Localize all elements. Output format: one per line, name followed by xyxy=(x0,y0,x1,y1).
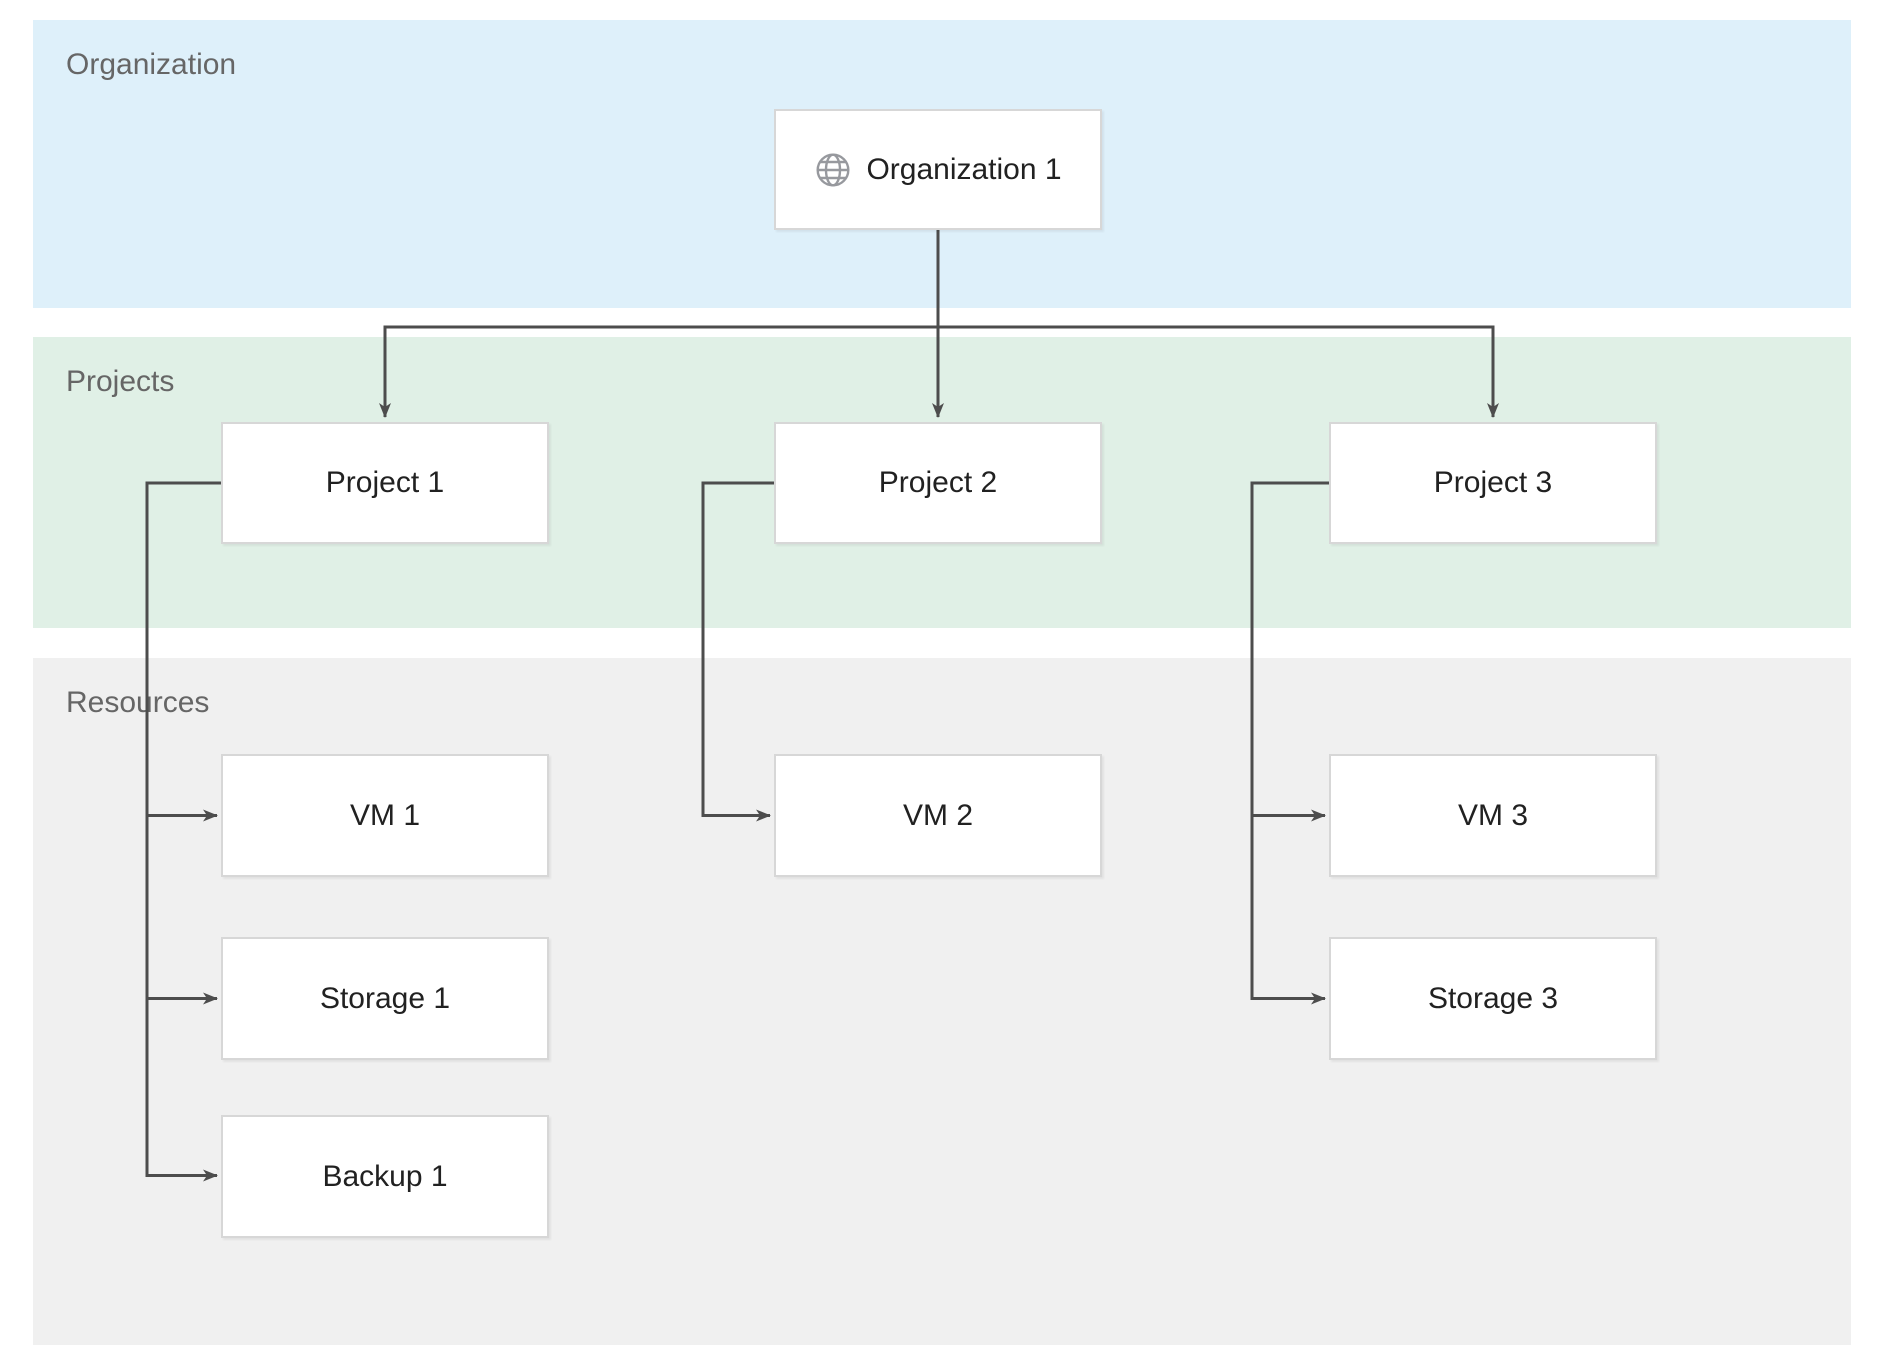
node-vm-1: VM 1 xyxy=(221,754,549,877)
node-vm-3-label: VM 3 xyxy=(1457,798,1529,832)
node-storage-1-label: Storage 1 xyxy=(319,981,451,1015)
node-project-2: Project 2 xyxy=(774,422,1102,544)
globe-icon xyxy=(816,152,850,187)
node-backup-1-label: Backup 1 xyxy=(322,1159,448,1193)
band-projects-label: Projects xyxy=(66,365,175,398)
node-project-3-label: Project 3 xyxy=(1433,466,1553,499)
node-project-2-label: Project 2 xyxy=(878,466,998,499)
node-storage-3: Storage 3 xyxy=(1329,937,1657,1060)
band-organization-label: Organization xyxy=(66,48,237,81)
node-vm-1-label: VM 1 xyxy=(349,798,421,832)
node-project-1-label: Project 1 xyxy=(325,466,445,499)
band-resources-label: Resources xyxy=(66,686,210,719)
node-vm-3: VM 3 xyxy=(1329,754,1657,877)
node-vm-2-label: VM 2 xyxy=(902,798,974,832)
node-storage-1: Storage 1 xyxy=(221,937,549,1060)
node-backup-1: Backup 1 xyxy=(221,1115,549,1238)
node-project-3: Project 3 xyxy=(1329,422,1657,544)
node-project-1: Project 1 xyxy=(221,422,549,544)
node-storage-3-label: Storage 3 xyxy=(1427,981,1559,1015)
node-organization-1-label: Organization 1 xyxy=(866,152,1062,186)
node-vm-2: VM 2 xyxy=(774,754,1102,877)
node-organization-1: Organization 1 xyxy=(774,109,1102,230)
